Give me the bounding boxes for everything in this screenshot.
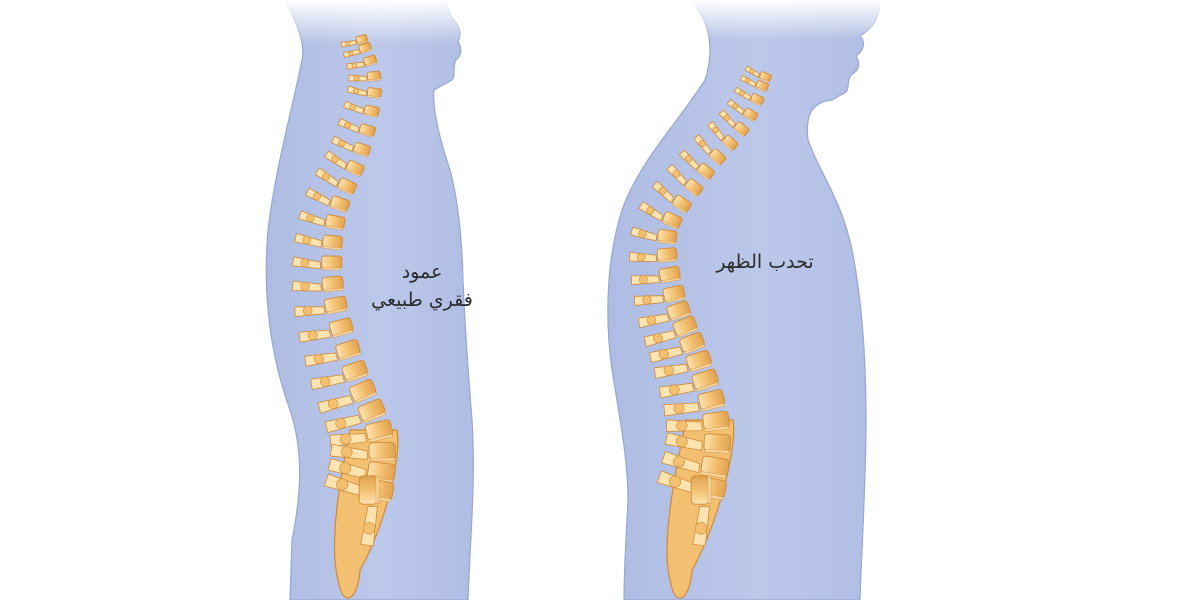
normal-vertebra [358,475,380,547]
kyphosis-vertebra [666,163,704,198]
kyphosis-vertebra [637,300,691,329]
normal-vertebra [337,118,376,138]
kyphosis-vertebra [661,450,730,479]
kyphosis-vertebra [718,109,750,138]
kyphosis-vertebra [658,368,719,399]
normal-vertebra [310,359,369,391]
caption-normal-spine: عمود فقري طبيعي [368,258,476,314]
kyphosis-vertebra [665,410,730,432]
normal-figure [265,0,474,600]
normal-vertebra [304,187,350,213]
kyphosis-vertebra [744,65,772,83]
normal-vertebra [317,378,377,414]
caption-kyphosis: تحدب الظهر [700,248,830,276]
kyphosis-vertebra [638,201,683,230]
normal-vertebra [298,317,354,343]
kyphosis-vertebra [630,226,678,245]
normal-vertebra [342,41,372,59]
kyphosis-vertebra [633,284,686,307]
kyphosis-vertebra [690,475,712,547]
kyphosis-vertebra [664,432,732,454]
normal-vertebra [329,419,393,448]
caption-kyphosis-line1: تحدب الظهر [716,251,814,273]
kyphosis-spine [628,65,772,599]
caption-normal-line1: عمود [401,261,443,283]
kyphosis-vertebra [739,74,769,93]
normal-vertebra [291,255,343,271]
caption-normal-line2: فقري طبيعي [371,289,473,311]
kyphosis-vertebra [630,265,681,286]
normal-vertebra [346,85,382,99]
normal-vertebra [348,70,382,82]
normal-vertebra [291,275,344,293]
kyphosis-figure [607,0,890,600]
kyphosis-body-silhouette [607,0,881,600]
normal-vertebra [346,54,378,70]
kyphosis-vertebra [653,349,712,379]
normal-vertebra [324,398,387,434]
normal-vertebra [294,295,348,317]
kyphosis-vertebra [706,120,739,152]
normal-vertebra [323,150,365,177]
normal-vertebra [329,442,396,462]
kyphosis-vertebra [649,331,706,364]
kyphosis-vertebra [678,149,715,181]
normal-vertebra [330,135,371,158]
normal-spine [291,33,399,599]
normal-vertebra [314,167,357,196]
kyphosis-vertebra [733,86,765,107]
normal-vertebra [342,100,380,118]
kyphosis-vertebra [693,134,727,166]
normal-vertebra [340,33,368,48]
kyphosis-vertebra [651,180,692,214]
kyphosis-vertebra [628,247,678,263]
normal-vertebra [298,210,346,231]
normal-body-silhouette [265,0,474,600]
normal-vertebra [293,232,343,251]
kyphosis-vertebra [663,389,726,417]
kyphosis-vertebra [726,98,759,122]
kyphosis-vertebra [643,315,698,348]
normal-vertebra [304,339,361,367]
